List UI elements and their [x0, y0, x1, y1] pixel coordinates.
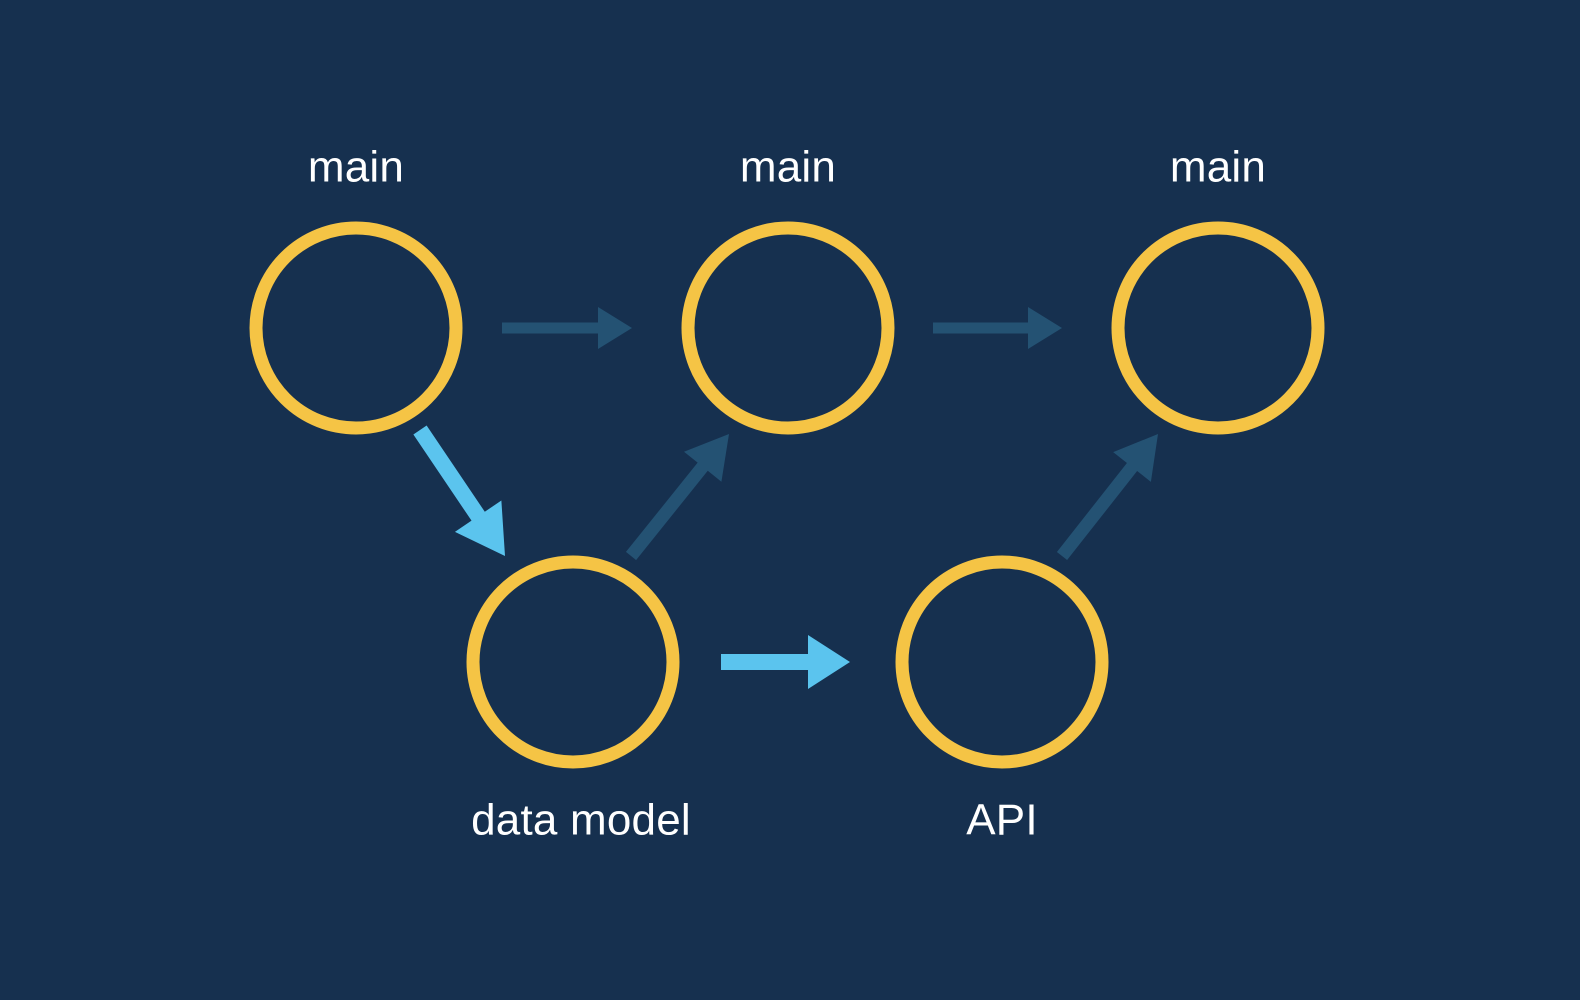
edge-arrow-data-model-to-main-2	[625, 434, 729, 561]
node-label-api: API	[966, 796, 1038, 845]
node-circle-data-model[interactable]	[466, 555, 680, 769]
node-circle-main-1[interactable]	[249, 221, 463, 435]
node-circle-api[interactable]	[895, 555, 1109, 769]
node-label-main-2: main	[740, 143, 836, 192]
nodes-layer	[249, 221, 1325, 769]
node-label-data-model: data model	[471, 796, 691, 845]
edge-arrow-main-2-to-main-3	[933, 307, 1062, 349]
labels-layer: main main main data model API	[308, 143, 1266, 845]
edge-arrow-data-model-to-api	[721, 635, 850, 689]
node-label-main-1: main	[308, 143, 404, 192]
node-circle-main-2[interactable]	[681, 221, 895, 435]
edge-arrow-api-to-main-3	[1056, 434, 1158, 561]
edge-arrow-main-1-to-main-2	[502, 307, 632, 349]
node-circle-main-3[interactable]	[1111, 221, 1325, 435]
edges-layer	[413, 307, 1158, 689]
edge-arrow-main-1-to-data-model	[413, 425, 505, 556]
node-label-main-3: main	[1170, 143, 1266, 192]
